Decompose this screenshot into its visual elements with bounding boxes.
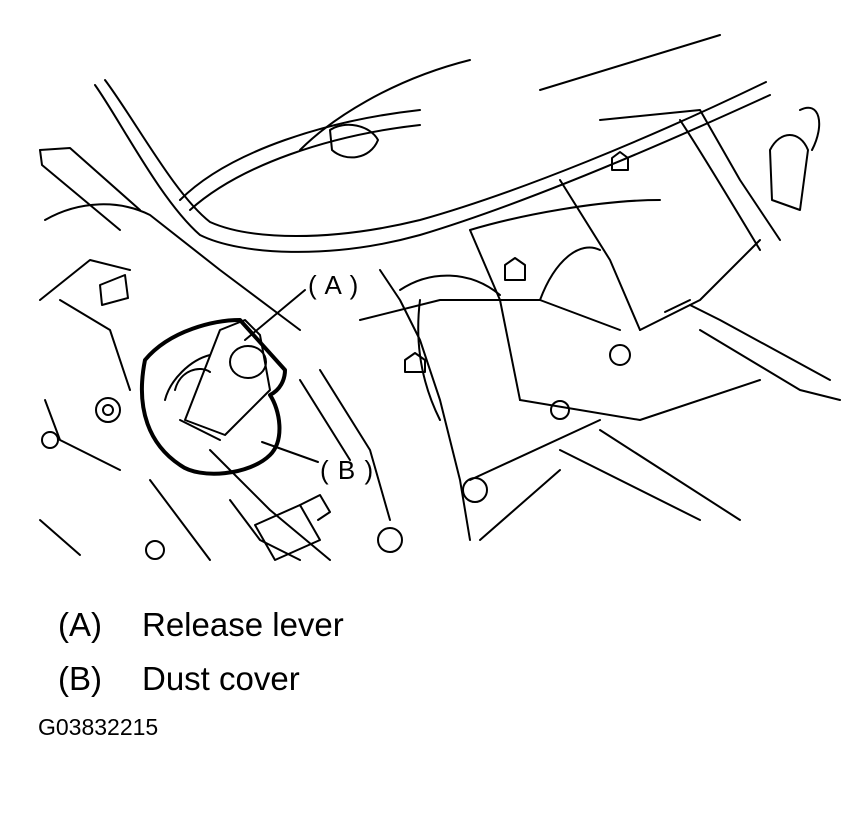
- release-lever: [164, 319, 271, 441]
- callout-b-label: ( B ): [320, 455, 375, 485]
- legend: (A) Release lever (B) Dust cover: [58, 598, 344, 706]
- legend-label-b: Dust cover: [142, 660, 300, 697]
- callout-a-label: ( A ): [308, 270, 360, 300]
- dust-cover-outline: [140, 318, 287, 476]
- figure-id: G03832215: [38, 714, 159, 740]
- transmission-illustration: [39, 34, 841, 561]
- legend-row-b: (B) Dust cover: [58, 652, 344, 706]
- callout-a-leader: [244, 289, 306, 341]
- hose-bundle: [39, 34, 771, 253]
- transmission-housing: [39, 109, 781, 561]
- legend-key-b: (B): [58, 660, 102, 697]
- callout-b-leader: [261, 441, 319, 463]
- bolt-group: [41, 151, 631, 561]
- legend-label-a: Release lever: [142, 606, 344, 643]
- legend-key-a: (A): [58, 606, 102, 643]
- legend-row-a: (A) Release lever: [58, 598, 344, 652]
- shift-cable: [664, 106, 841, 401]
